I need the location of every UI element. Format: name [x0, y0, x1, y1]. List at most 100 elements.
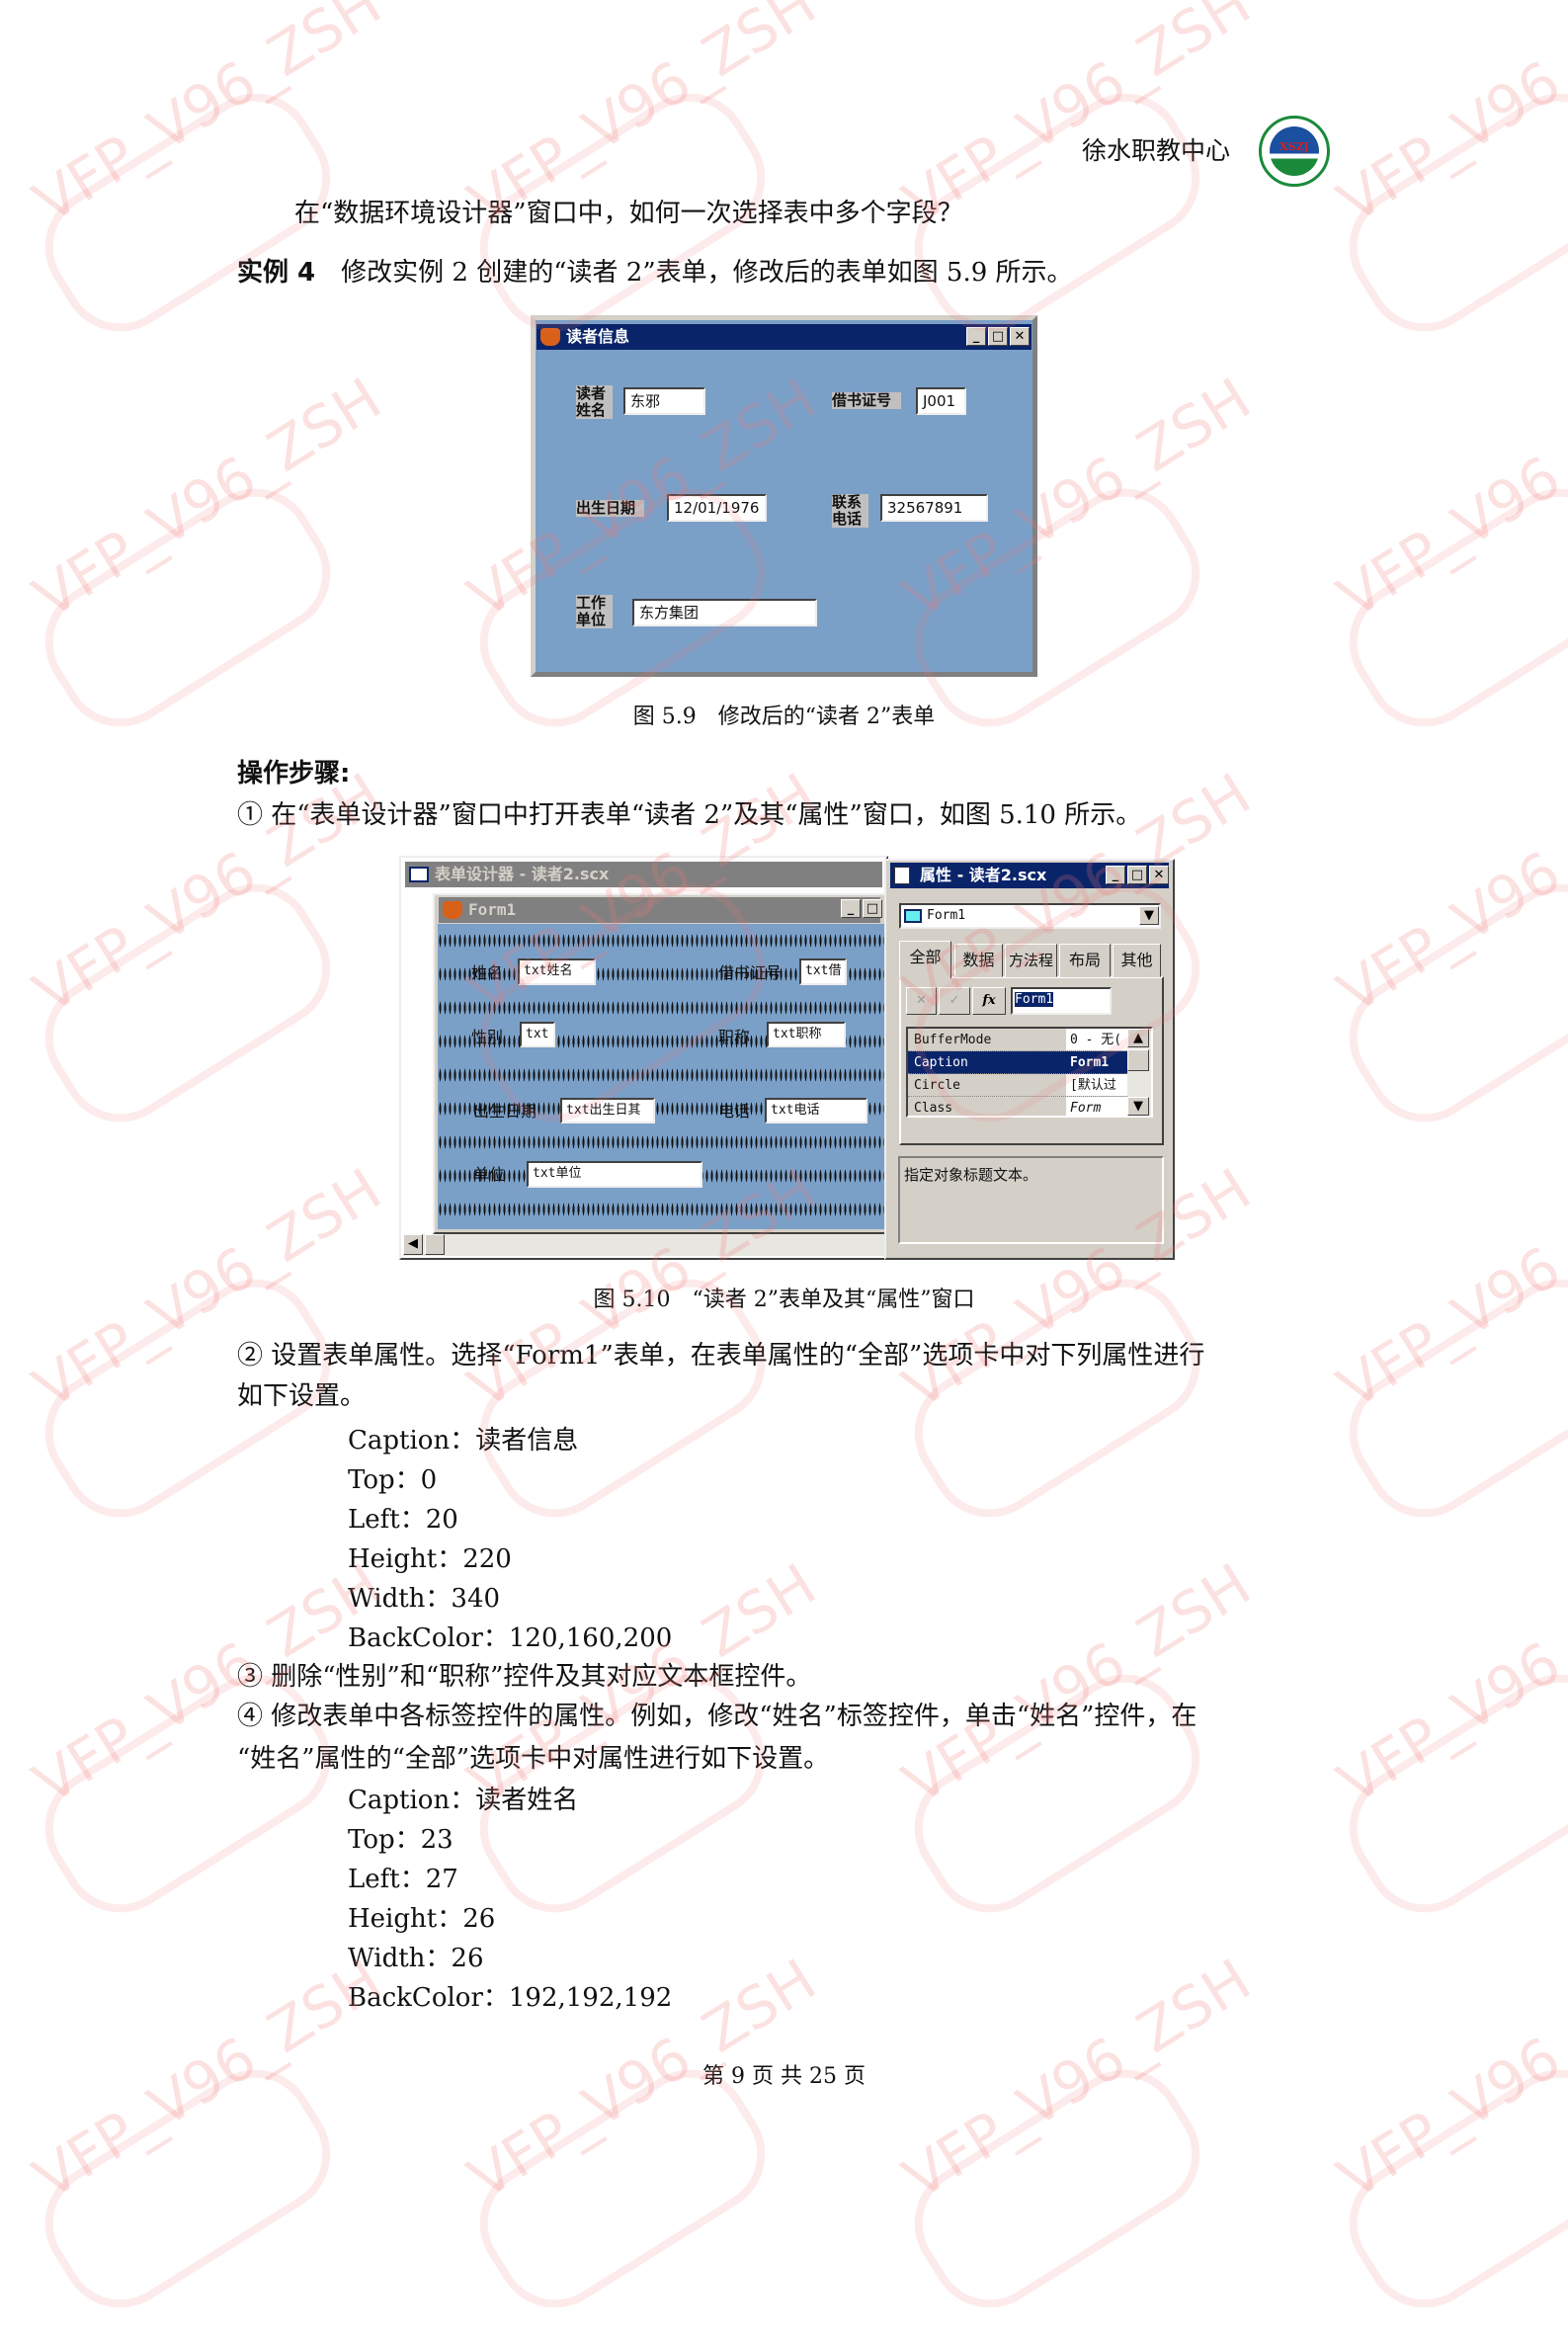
form-object-icon	[904, 909, 922, 923]
form1-title: Form1	[468, 900, 517, 919]
property-line: Left：20	[348, 1505, 458, 1535]
property-scrollbar[interactable]: ▲ ▼	[1127, 1029, 1151, 1116]
work-unit-field[interactable]: 东方集团	[632, 599, 817, 626]
fig510-caption: 图 5.10 “读者 2”表单及其“属性”窗口	[593, 1288, 975, 1312]
object-selector[interactable]: Form1 ▼	[899, 903, 1161, 929]
example-label: 实例 4	[237, 258, 316, 288]
label-phone[interactable]: 电话	[718, 1102, 751, 1121]
tab-layout[interactable]: 布局	[1059, 944, 1111, 977]
tab-methods[interactable]: 方法程	[1005, 944, 1057, 977]
page-footer: 第 9 页 共 25 页	[702, 2064, 866, 2089]
designer-title-bar: 表单设计器 - 读者2.scx	[405, 862, 882, 887]
scroll-thumb[interactable]	[425, 1234, 445, 1255]
property-value-input[interactable]: Form1	[1011, 987, 1112, 1015]
watermark-frame	[1327, 70, 1568, 355]
watermark-frame	[23, 1651, 353, 1936]
cancel-icon[interactable]: ✕	[906, 987, 937, 1015]
step4-line2: “姓名”属性的“全部”选项卡中对属性进行如下设置。	[237, 1744, 830, 1774]
property-line: Caption：读者信息	[348, 1426, 579, 1456]
property-line: Top：23	[348, 1825, 454, 1855]
label-card-no[interactable]: 借书证号	[718, 963, 783, 982]
minimize-button[interactable]: _	[1106, 866, 1125, 884]
form1-title-bar: Form1 □ _	[439, 897, 882, 923]
reader-info-window: 读者信息 _ □ ✕ 读者姓名 东邪 借书证号 J001 出生日期 12/01/…	[531, 315, 1037, 677]
property-line: Caption：读者姓名	[348, 1786, 579, 1815]
txt-title[interactable]: txt职称	[767, 1022, 846, 1047]
card-no-field[interactable]: J001	[916, 387, 966, 415]
txt-gender[interactable]: txt	[520, 1022, 555, 1047]
label-gender[interactable]: 性别	[471, 1028, 504, 1046]
watermark-frame	[892, 1651, 1222, 1936]
fig59-caption: 图 5.9 修改后的“读者 2”表单	[632, 705, 936, 729]
form-canvas[interactable]: 姓名 txt姓名 借书证号 txt借 性别 txt 职称 txt职称 出生日期 …	[438, 924, 884, 1229]
watermark: VFP_V96_ZSH	[1326, 365, 1568, 631]
maximize-button[interactable]: □	[1127, 866, 1147, 884]
watermark: VFP_V96_ZSH	[1326, 760, 1568, 1027]
close-button[interactable]: ✕	[1010, 327, 1030, 346]
object-name: Form1	[927, 908, 966, 923]
step2-line1: ② 设置表单属性。选择“Form1”表单，在表单属性的“全部”选项卡中对下列属性…	[237, 1341, 1205, 1371]
label-title[interactable]: 职称	[718, 1028, 751, 1046]
label-birth-date: 出生日期	[576, 500, 644, 517]
scroll-left-button[interactable]: ◀	[403, 1234, 423, 1255]
org-name: 徐水职教中心	[1082, 136, 1231, 165]
minimize-button[interactable]: _	[966, 327, 986, 346]
tab-data[interactable]: 数据	[954, 944, 1003, 977]
txt-card-no[interactable]: txt借	[799, 958, 847, 985]
txt-unit[interactable]: txt单位	[527, 1161, 702, 1188]
minimize-button[interactable]: _	[841, 899, 861, 918]
steps-title: 操作步骤:	[237, 759, 351, 789]
form1-window: Form1 □ _ 姓名 txt姓名 借书证号 txt借 性别 txt 职称 t…	[433, 893, 886, 1234]
step4-line1: ④ 修改表单中各标签控件的属性。例如，修改“姓名”标签控件，单击“姓名”控件，在	[237, 1702, 1197, 1731]
txt-phone[interactable]: txt电话	[765, 1098, 867, 1123]
step1: ① 在“表单设计器”窗口中打开表单“读者 2”及其“属性”窗口，如图 5.10 …	[237, 800, 1142, 830]
birth-date-field[interactable]: 12/01/1976	[667, 494, 767, 522]
label-phone: 联系电话	[832, 494, 868, 528]
label-work-unit: 工作单位	[576, 595, 613, 628]
property-description: 指定对象标题文本。	[898, 1156, 1164, 1244]
accept-icon[interactable]: ✓	[939, 987, 970, 1015]
reader-name-field[interactable]: 东邪	[623, 387, 705, 415]
foxpro-icon	[540, 328, 560, 346]
property-line: Left：27	[348, 1865, 458, 1894]
designer-title: 表单设计器 - 读者2.scx	[435, 865, 610, 883]
label-birth-date[interactable]: 出生日期	[473, 1102, 537, 1121]
label-unit[interactable]: 单位	[473, 1165, 506, 1184]
step2-line2: 如下设置。	[237, 1381, 367, 1411]
phone-field[interactable]: 32567891	[880, 494, 988, 522]
property-name: Circle	[914, 1078, 960, 1093]
watermark: VFP_V96_ZSH	[1326, 0, 1568, 236]
step3: ③ 删除“性别”和“职称”控件及其对应文本框控件。	[237, 1662, 812, 1692]
title-bar: 读者信息 _ □ ✕	[536, 324, 1032, 350]
close-button[interactable]: ✕	[1149, 866, 1169, 884]
property-line: Height：220	[348, 1544, 512, 1574]
txt-birth-date[interactable]: txt出生日其	[560, 1098, 655, 1123]
property-row[interactable]: Circle[默认过	[908, 1074, 1127, 1097]
watermark: VFP_V96_ZSH	[1326, 1550, 1568, 1817]
maximize-button[interactable]: □	[988, 327, 1008, 346]
property-line: BackColor：192,192,192	[348, 1983, 673, 2013]
dropdown-arrow-icon[interactable]: ▼	[1139, 906, 1159, 925]
label-name[interactable]: 姓名	[471, 963, 504, 982]
watermark-frame	[1327, 861, 1568, 1145]
property-line: Top：0	[348, 1465, 438, 1495]
watermark: VFP_V96_ZSH	[22, 365, 393, 631]
scroll-thumb[interactable]	[1127, 1049, 1149, 1071]
tab-other[interactable]: 其他	[1113, 944, 1161, 977]
properties-title: 属性 - 读者2.scx	[920, 866, 1047, 884]
scroll-up-button[interactable]: ▲	[1127, 1029, 1149, 1047]
foxpro-icon	[443, 901, 462, 919]
txt-name[interactable]: txt姓名	[518, 958, 596, 985]
function-icon[interactable]: fx	[972, 987, 1006, 1015]
horizontal-scrollbar[interactable]: ◀	[403, 1234, 884, 1256]
tab-all[interactable]: 全部	[899, 941, 951, 978]
scroll-down-button[interactable]: ▼	[1127, 1097, 1149, 1116]
property-line: BackColor：120,160,200	[348, 1623, 673, 1653]
maximize-button[interactable]: □	[863, 899, 882, 918]
form-designer-window: 表单设计器 - 读者2.scx Form1 □ _ 姓名 txt姓名 借书证号 …	[399, 856, 888, 1260]
properties-icon	[894, 867, 910, 884]
watermark-frame	[1327, 1651, 1568, 1936]
